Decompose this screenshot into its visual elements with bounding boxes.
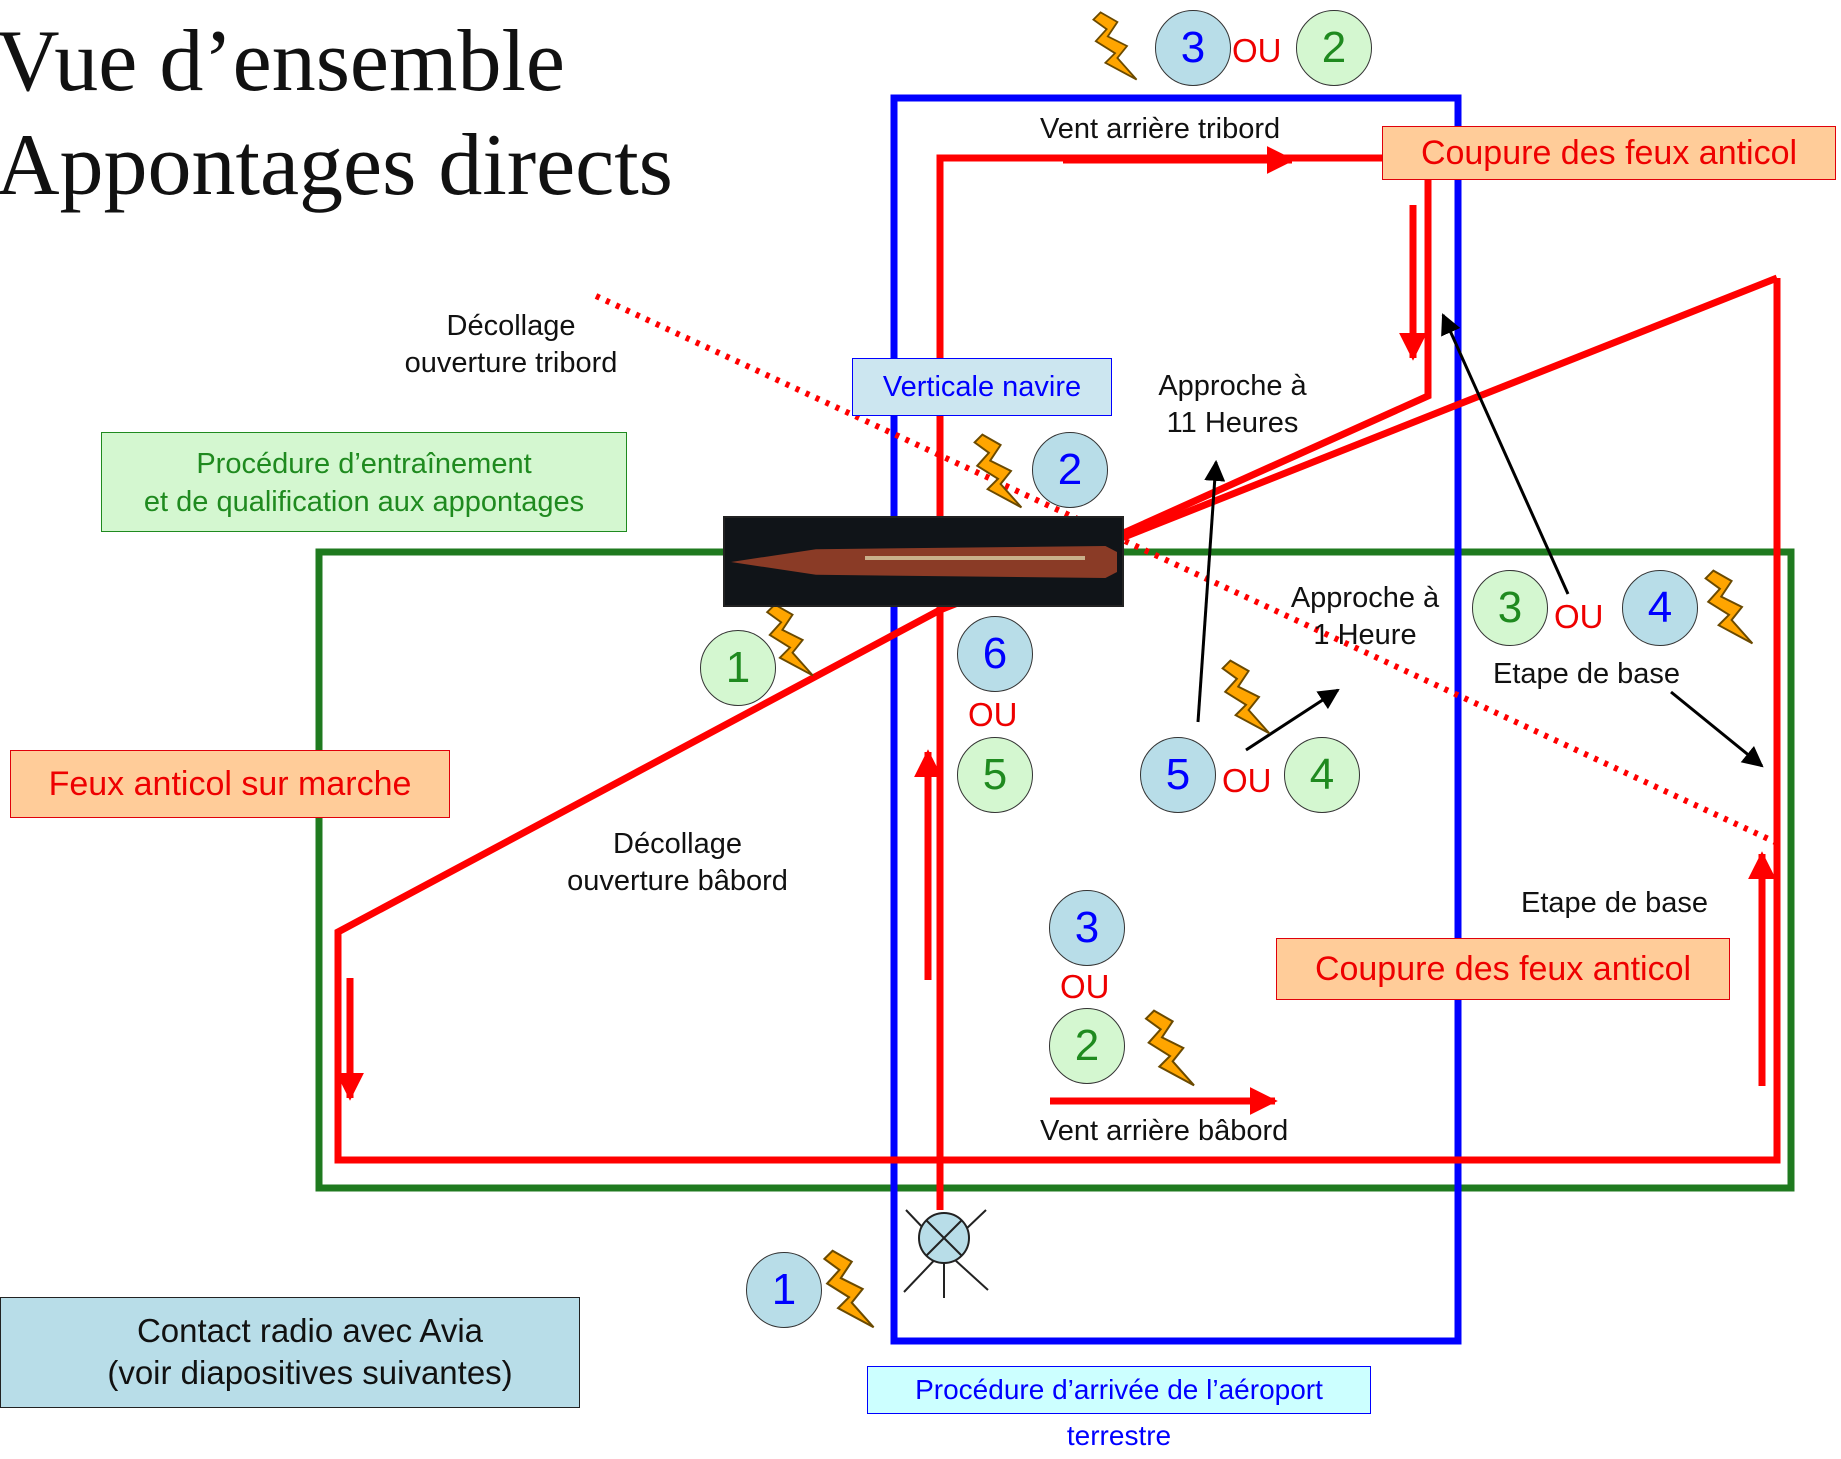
arrow-approche-11 xyxy=(1196,459,1226,723)
lightning-bolt-icon xyxy=(1221,659,1271,735)
coupure-feux-bottom-box: Coupure des feux anticol xyxy=(1276,938,1730,1000)
circle-right-4: 4 xyxy=(1622,570,1698,646)
coupure-feux-top-box: Coupure des feux anticol xyxy=(1382,126,1836,180)
circle-approach-4: 4 xyxy=(1284,737,1360,813)
arrow-etape-base-up xyxy=(1441,313,1570,595)
legend-line-2: (voir diapositives suivantes) xyxy=(107,1354,513,1391)
approche-1-line-2: 1 Heure xyxy=(1313,619,1417,651)
circle-top-3: 3 xyxy=(1155,10,1231,86)
decollage-tribord-line-1: Décollage xyxy=(446,310,576,342)
vent-arriere-babord-label: Vent arrière bâbord xyxy=(1040,1115,1289,1147)
circle-top-2: 2 xyxy=(1296,10,1372,86)
decollage-tribord-line-2: ouverture tribord xyxy=(404,347,618,379)
procedure-arrivee-box: Procédure d’arrivée de l’aéroport terres… xyxy=(867,1366,1371,1451)
lightning-bolt-icon xyxy=(1144,1009,1196,1087)
procedure-entrainement-box: Procédure d’entraînement et de qualifica… xyxy=(101,432,627,532)
legend-box: Contact radio avec Avia (voir diapositiv… xyxy=(0,1297,580,1408)
approche-1-line-1: Approche à xyxy=(1290,582,1440,614)
legend-line-1: Contact radio avec Avia xyxy=(136,1312,484,1349)
ou-top: OU xyxy=(1232,32,1282,69)
lightning-bolt-icon xyxy=(823,1249,875,1329)
pattern-diagram xyxy=(5,11,1795,1385)
circle-center-6: 6 xyxy=(957,616,1033,692)
feux-anticol-marche-box: Feux anticol sur marche xyxy=(10,750,450,818)
title-line-1: Vue d’ensemble xyxy=(0,13,565,110)
circle-bottom-2: 2 xyxy=(1049,1008,1125,1084)
procedure-entrainement-line-1: Procédure d’entraînement xyxy=(196,448,532,480)
ou-center: OU xyxy=(968,696,1018,733)
page-title: Vue d’ensemble Appontages directs xyxy=(0,10,673,218)
approche-11-line-2: 11 Heures xyxy=(1166,407,1299,439)
ou-approach: OU xyxy=(1222,762,1272,799)
lightning-bolt-icon xyxy=(1092,11,1138,81)
arrow-approche-1 xyxy=(1245,688,1340,752)
decollage-babord-line-1: Décollage xyxy=(613,828,742,860)
etape-de-base-lower-label: Etape de base xyxy=(1521,887,1709,919)
title-line-2: Appontages directs xyxy=(0,117,673,214)
circle-bottom-3: 3 xyxy=(1049,890,1125,966)
circle-vertical-2: 2 xyxy=(1032,432,1108,508)
circle-center-5: 5 xyxy=(957,737,1033,813)
approche-11-heures-label: Approche à 11 Heures xyxy=(1140,368,1325,442)
decollage-babord-line-2: ouverture bâbord xyxy=(567,865,788,897)
green-pattern-rect xyxy=(315,548,1795,1192)
decollage-tribord-label: Décollage ouverture tribord xyxy=(380,308,642,382)
ou-bottom: OU xyxy=(1060,968,1110,1005)
lightning-bolt-icon xyxy=(973,433,1023,509)
beacon-icon xyxy=(903,1209,989,1298)
decollage-babord-label: Décollage ouverture bâbord xyxy=(550,826,805,900)
dotted-takeoff-line xyxy=(594,293,1777,845)
ship-image xyxy=(723,516,1124,607)
etape-de-base-upper-label: Etape de base xyxy=(1493,658,1681,690)
circle-approach-5: 5 xyxy=(1140,737,1216,813)
circle-right-3: 3 xyxy=(1472,570,1548,646)
ship-hull xyxy=(731,546,1117,578)
vent-arriere-tribord-label: Vent arrière tribord xyxy=(1040,113,1281,145)
verticale-navire-box: Verticale navire xyxy=(852,358,1112,416)
red-babord-circuit xyxy=(334,278,1781,1164)
ou-right: OU xyxy=(1554,598,1604,635)
procedure-entrainement-line-2: et de qualification aux appontages xyxy=(143,486,585,518)
circle-left-takeoff-1: 1 xyxy=(700,630,776,706)
approche-11-line-1: Approche à xyxy=(1158,370,1307,402)
circle-arrival-1: 1 xyxy=(746,1252,822,1328)
lightning-bolt-icon xyxy=(1704,569,1754,645)
approche-1-heure-label: Approche à 1 Heure xyxy=(1270,580,1460,654)
arrow-etape-base-down xyxy=(1670,690,1764,768)
ship-deck xyxy=(865,556,1085,560)
blue-pattern-rect xyxy=(890,94,1462,1345)
